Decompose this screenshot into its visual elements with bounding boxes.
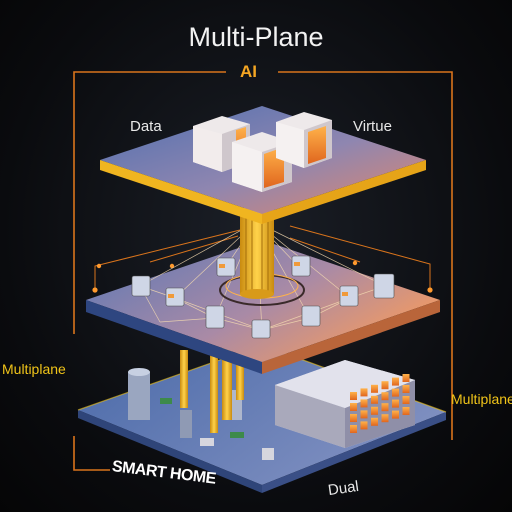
window-light [361,421,368,429]
label-upper-left: Data [130,118,162,135]
window-light [350,403,357,411]
window-light [350,414,357,422]
label-middle-left: Multiplane [2,361,66,377]
label-upper-right: Virtue [353,118,392,135]
window-light [403,407,410,415]
window-light [371,396,378,404]
window-light [382,414,389,422]
window-light [392,411,399,419]
diagram-title: Multi-Plane [0,22,512,53]
window-light [371,407,378,415]
label-lower-right: Multiplane [451,391,512,407]
window-light [392,389,399,397]
window-light [361,410,368,418]
window-light [361,388,368,396]
window-light [371,418,378,426]
window-light [392,400,399,408]
window-light [350,425,357,433]
top-label-ai: AI [240,62,257,82]
window-light [371,385,378,393]
window-light [382,392,389,400]
window-light [403,396,410,404]
window-light [350,392,357,400]
window-light [382,403,389,411]
window-light [392,378,399,386]
window-light [361,399,368,407]
window-light [403,385,410,393]
window-light [382,381,389,389]
window-light [403,374,410,382]
